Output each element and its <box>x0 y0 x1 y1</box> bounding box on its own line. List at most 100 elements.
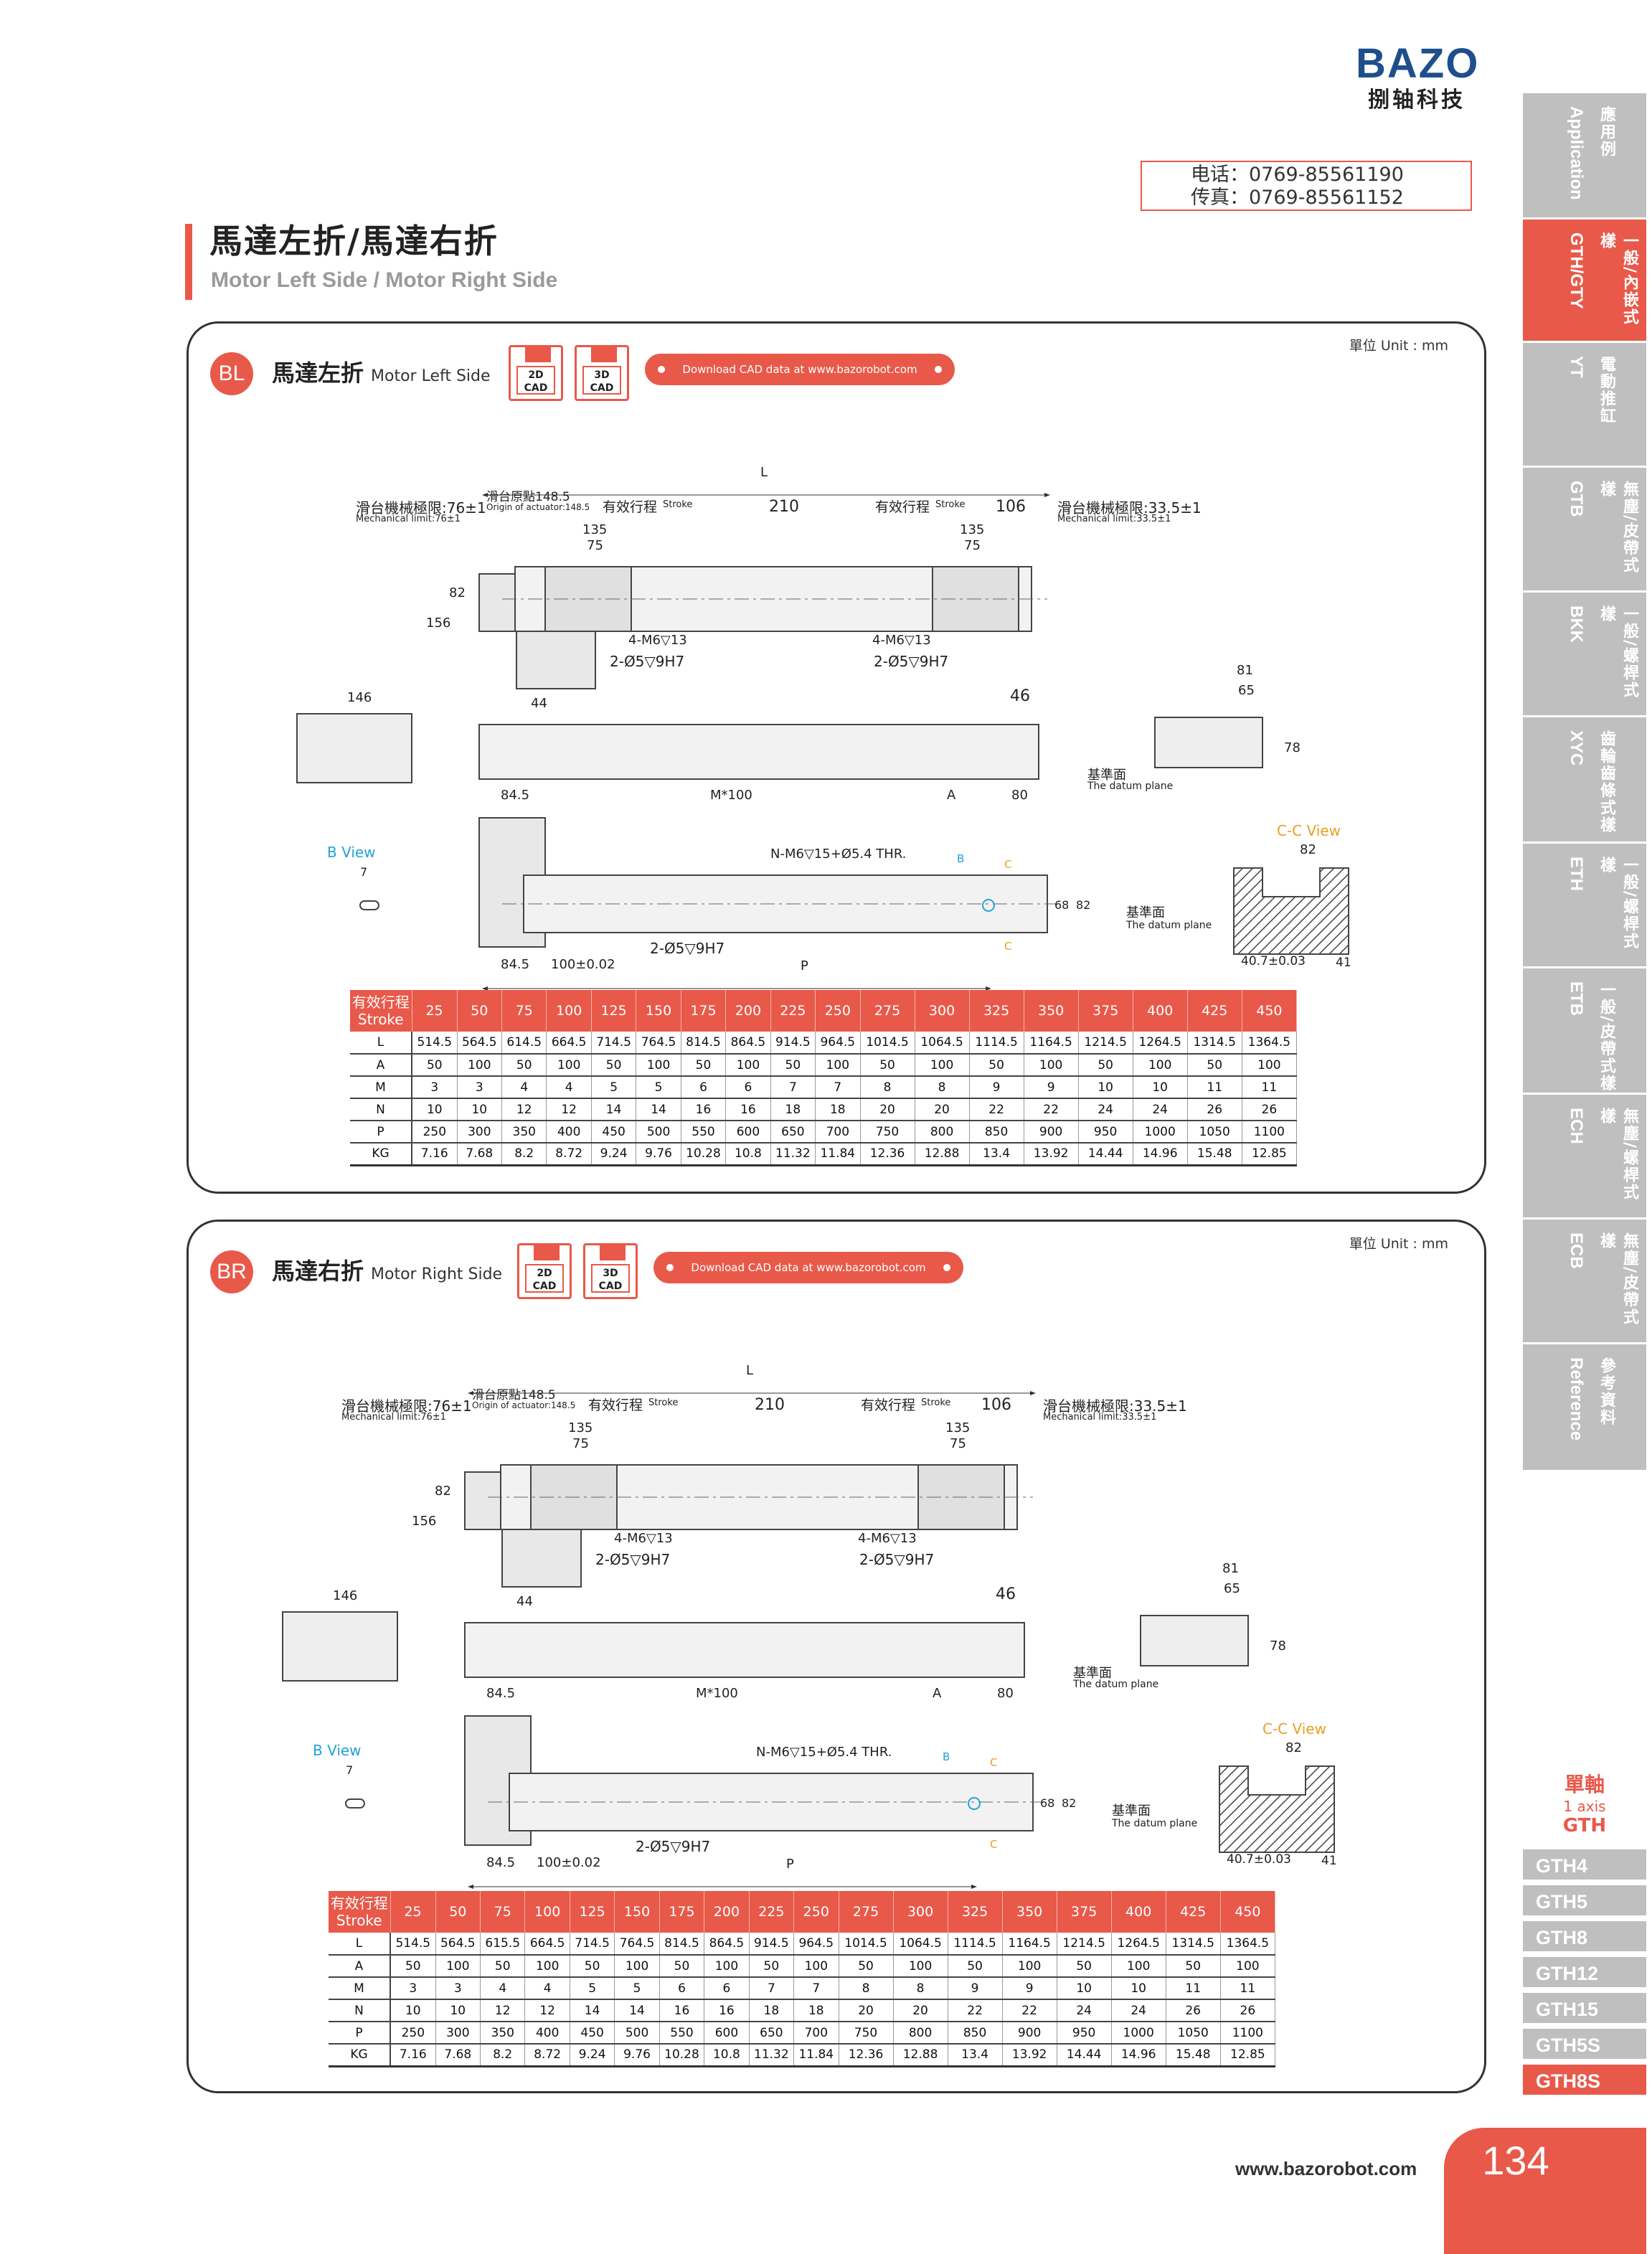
table-cell: 50 <box>681 1054 727 1077</box>
sidebar-tab-gtb[interactable]: 無塵/皮帶式樣 GTB <box>1523 468 1646 593</box>
sidebar-tab-en: GTH/GTY <box>1567 232 1586 309</box>
model-gth8[interactable]: GTH8 <box>1523 1921 1646 1954</box>
table-cell: 14 <box>636 1098 681 1121</box>
table-cell: 500 <box>614 2022 660 2045</box>
table-cell: 564.5 <box>457 1032 503 1055</box>
sidebar-tab-en: XYC <box>1567 730 1586 766</box>
table-cell: 14 <box>614 1999 660 2022</box>
sidebar-tab-en: ETH <box>1567 857 1586 891</box>
cad-3d-label: 3D <box>603 1268 618 1279</box>
table-cell: 764.5 <box>636 1032 681 1055</box>
footer-website[interactable]: www.bazorobot.com <box>1235 2158 1417 2179</box>
table-cell: 3 <box>390 1977 436 2000</box>
stroke-header-en: Stroke <box>357 1011 404 1028</box>
table-cell: 12.85 <box>1220 2044 1276 2067</box>
table-cell: 764.5 <box>614 1933 660 1956</box>
download-cad-link[interactable]: Download CAD data at www.bazorobot.com <box>653 1252 963 1283</box>
drawing-label-cview: C-C View <box>1262 1720 1326 1737</box>
row-label: KG <box>350 1143 412 1166</box>
drawing-label-d106: 106 <box>981 1396 1011 1414</box>
table-cell: 11 <box>1242 1076 1298 1099</box>
drawing-label-d68: 68 <box>1054 898 1070 912</box>
drawing-label-d81: 81 <box>1237 663 1253 678</box>
model-gth8s[interactable]: GTH8S <box>1523 2065 1646 2098</box>
drawing-label-d41: 41 <box>1336 956 1351 970</box>
drawing-label-datum-en: The datum plane <box>1073 1679 1159 1690</box>
drawing-label-B: B <box>957 852 965 865</box>
table-cell: 15.48 <box>1187 1143 1242 1166</box>
drawing-label-d135: 135 <box>945 1420 971 1435</box>
model-gth15[interactable]: GTH15 <box>1523 1993 1646 2026</box>
table-cell: 600 <box>704 2022 750 2045</box>
table-cell: 814.5 <box>681 1032 727 1055</box>
table-cell: 450 <box>570 2022 615 2045</box>
stroke-col: 75 <box>480 1891 526 1933</box>
table-cell: 22 <box>948 1999 1003 2022</box>
table-cell: 564.5 <box>435 1933 481 1956</box>
table-cell: 12.36 <box>860 1143 915 1166</box>
table-cell: 1314.5 <box>1187 1032 1242 1055</box>
drawing-label-bview: B View <box>327 844 376 861</box>
table-cell: 7 <box>815 1076 861 1099</box>
model-gth5[interactable]: GTH5 <box>1523 1885 1646 1918</box>
model-gth4[interactable]: GTH4 <box>1523 1849 1646 1882</box>
sidebar-tab-en: ECH <box>1567 1108 1586 1144</box>
table-cell: 50 <box>1187 1054 1242 1077</box>
table-cell: 664.5 <box>546 1032 592 1055</box>
table-cell: 8 <box>839 1977 894 2000</box>
drawing-label-stroke-cn: 有效行程 <box>603 499 658 515</box>
sidebar-tab-en: GTB <box>1567 481 1586 517</box>
drawing-label-stroke-en: Stroke <box>663 499 693 510</box>
drawing-label-stroke-en: Stroke <box>935 499 966 510</box>
download-cad-link[interactable]: Download CAD data at www.bazorobot.com <box>645 354 955 385</box>
table-cell: 8.72 <box>524 2044 570 2067</box>
table-cell: 750 <box>839 2022 894 2045</box>
table-cell: 1164.5 <box>1024 1032 1079 1055</box>
table-cell: 50 <box>1057 1955 1112 1978</box>
table-cell: 14.96 <box>1111 2044 1166 2067</box>
stroke-header-cn: 有效行程 <box>330 1895 388 1912</box>
model-gth5s[interactable]: GTH5S <box>1523 2029 1646 2062</box>
contact-box: 电话：0769-85561190 传真：0769-85561152 <box>1141 161 1472 211</box>
table-cell: 100 <box>893 1955 948 1978</box>
drawing-label-P: P <box>786 1857 794 1872</box>
stroke-col: 225 <box>770 990 816 1032</box>
drawing-label-d81: 81 <box>1222 1561 1239 1576</box>
drawing-label-d845: 84.5 <box>486 1855 516 1870</box>
unit-label: 單位 Unit : mm <box>1349 1236 1448 1252</box>
table-cell: 10 <box>412 1098 458 1121</box>
row-label: P <box>329 2022 391 2045</box>
table-cell: 800 <box>915 1121 970 1143</box>
model-gth12[interactable]: GTH12 <box>1523 1957 1646 1990</box>
table-cell: 6 <box>659 1977 705 2000</box>
table-cell: 14 <box>570 1999 615 2022</box>
drawing-label-mech-left: 滑台機械極限:76±1 <box>356 499 486 517</box>
table-cell: 100 <box>546 1054 592 1077</box>
table-cell: 1014.5 <box>839 1933 894 1956</box>
drawing-label-mech-left-en: Mechanical limit:76±1 <box>356 514 461 524</box>
table-cell: 100 <box>1220 1955 1276 1978</box>
table-cell: 18 <box>770 1098 816 1121</box>
table-cell: 100 <box>1111 1955 1166 1978</box>
table-cell: 14.44 <box>1078 1143 1133 1166</box>
row-label: M <box>350 1076 412 1099</box>
sidebar-tab-cn: 無塵/皮帶式樣 <box>1597 481 1638 575</box>
stroke-col: 425 <box>1166 1891 1221 1933</box>
table-cell: 250 <box>412 1121 458 1143</box>
